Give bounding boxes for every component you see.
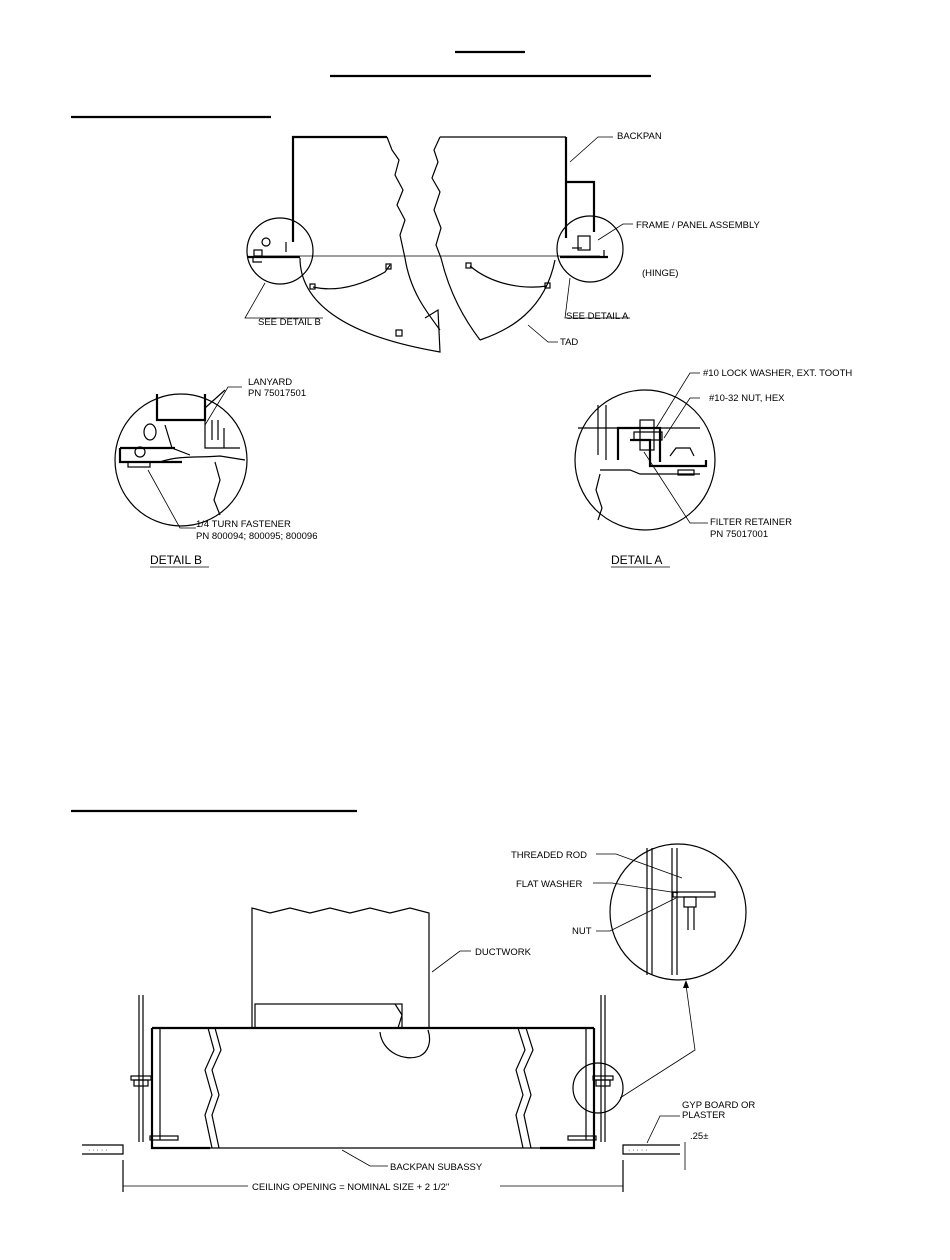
- detail-b-drawing: [114, 389, 248, 527]
- hinge-label: (HINGE): [642, 268, 678, 279]
- ductwork-label: DUCTWORK: [475, 947, 532, 958]
- installation-leaders: [341, 853, 683, 1167]
- retainer-label: FILTER RETAINER: [710, 517, 792, 528]
- svg-text:· · · · ·: · · · · ·: [628, 1147, 647, 1154]
- title-underlines: [71, 50, 651, 813]
- see-detail-a-label: SEE DETAIL A: [566, 311, 629, 322]
- panel-assembly-view: [246, 135, 624, 353]
- lanyard-label: LANYARD: [248, 377, 292, 388]
- gyp-board-label: GYP BOARD OR: [682, 1100, 755, 1111]
- svg-text:· · · · ·: · · · · ·: [88, 1147, 107, 1154]
- fastener-label: 1/4 TURN FASTENER: [196, 519, 291, 530]
- detail-a-drawing: [574, 389, 716, 531]
- top-view-leaders: [244, 136, 633, 343]
- flat-washer-label: FLAT WASHER: [516, 879, 582, 890]
- frame-panel-label: FRAME / PANEL ASSEMBLY: [636, 220, 761, 231]
- backpan-subassy-label: BACKPAN SUBASSY: [390, 1162, 483, 1173]
- fastener-pn-label: PN 800094; 800095; 800096: [196, 531, 318, 542]
- detail-b-title: DETAIL B: [150, 553, 202, 567]
- gap-dimension-label: .25±: [690, 1131, 708, 1142]
- plaster-label: PLASTER: [682, 1110, 725, 1121]
- detail-a-title: DETAIL A: [611, 553, 662, 567]
- threaded-rod-label: THREADED ROD: [511, 850, 587, 861]
- nut-label: NUT: [572, 926, 592, 937]
- tad-label: TAD: [560, 337, 578, 348]
- lock-washer-label: #10 LOCK WASHER, EXT. TOOTH: [703, 368, 852, 379]
- backpan-label: BACKPAN: [617, 131, 662, 142]
- see-detail-b-label: SEE DETAIL B: [258, 317, 321, 328]
- retainer-pn-label: PN 75017001: [710, 529, 768, 540]
- lanyard-pn-label: PN 75017501: [248, 388, 306, 399]
- hex-nut-label: #10-32 NUT, HEX: [709, 393, 785, 404]
- detail-a-leaders: [643, 372, 708, 524]
- detail-b-leaders: [147, 386, 242, 529]
- installation-drawing: · · · · · · · · · ·: [82, 843, 747, 1192]
- ceiling-opening-label: CEILING OPENING = NOMINAL SIZE + 2 1/2": [252, 1182, 449, 1193]
